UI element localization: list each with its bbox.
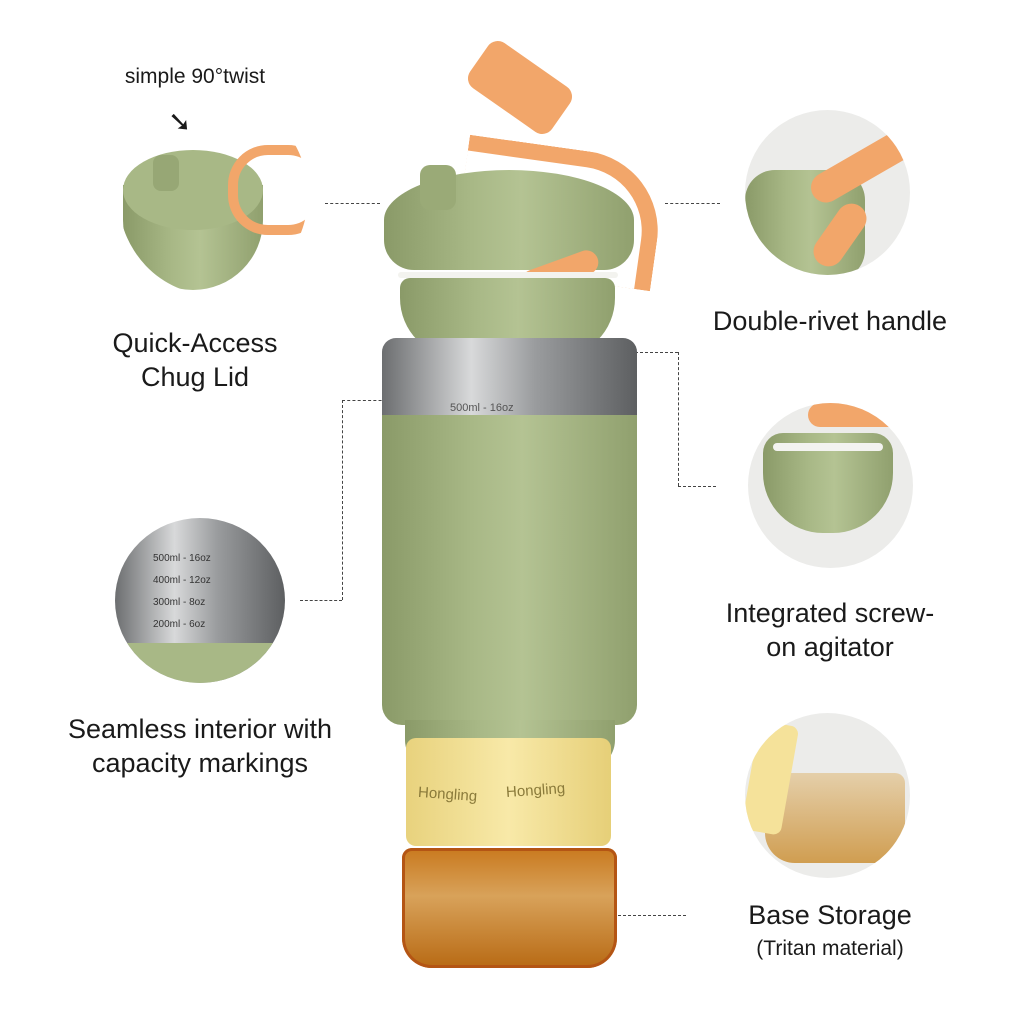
scale-mark: 500ml - 16oz	[153, 553, 211, 564]
steel-rim	[382, 338, 637, 418]
agitator-label-line1: Integrated screw-	[725, 598, 935, 628]
chug-lid-label: Quick-Access Chug Lid	[90, 326, 300, 394]
twist-arrow-icon: ➘	[168, 106, 192, 137]
interior-label: Seamless interior with capacity markings	[35, 712, 365, 780]
bottle-body	[382, 415, 637, 725]
agitator-label: Integrated screw- on agitator	[690, 596, 970, 664]
base-label-title: Base Storage	[748, 900, 912, 930]
agitator-label-line2: on agitator	[766, 632, 894, 662]
brand-text: Hongling	[417, 783, 478, 806]
bottle-exploded-view: 500ml - 16oz Hongling Hongling	[370, 36, 669, 980]
brand-band: Hongling Hongling	[406, 738, 611, 846]
scale-mark: 400ml - 12oz	[153, 575, 211, 586]
scale-mark: 200ml - 6oz	[153, 619, 206, 630]
connector-line	[678, 486, 716, 487]
connector-line	[342, 400, 343, 600]
scale-mark: 300ml - 8oz	[153, 597, 206, 608]
base-detail-image	[745, 713, 910, 878]
base-label-subtitle: (Tritan material)	[756, 937, 904, 960]
chug-lid-label-line2: Chug Lid	[140, 362, 250, 392]
brand-text: Hongling	[505, 779, 566, 802]
interior-label-line1: Seamless interior with	[67, 714, 333, 744]
connector-line	[300, 600, 342, 601]
base-storage	[402, 848, 617, 968]
connector-line	[325, 203, 380, 204]
agitator-detail-image	[748, 403, 913, 568]
chug-lid-label-line1: Quick-Access	[112, 328, 278, 358]
interior-detail-image: 500ml - 16oz 400ml - 12oz 300ml - 8oz 20…	[115, 518, 285, 683]
bottle-marking: 500ml	[450, 402, 480, 414]
flip-cap	[463, 36, 577, 139]
handle-detail-image	[745, 110, 910, 275]
base-label: Base Storage (Tritan material)	[710, 898, 950, 966]
connector-line	[678, 352, 679, 486]
connector-line	[598, 915, 686, 916]
connector-line	[665, 203, 720, 204]
twist-note: simple 90°twist	[124, 65, 266, 88]
interior-label-line2: capacity markings	[91, 748, 309, 778]
bottle-marking: 16oz	[489, 402, 514, 414]
connector-line	[342, 400, 392, 401]
chug-lid-detail-image: ➘	[118, 95, 308, 295]
handle-label: Double-rivet handle	[712, 306, 948, 336]
